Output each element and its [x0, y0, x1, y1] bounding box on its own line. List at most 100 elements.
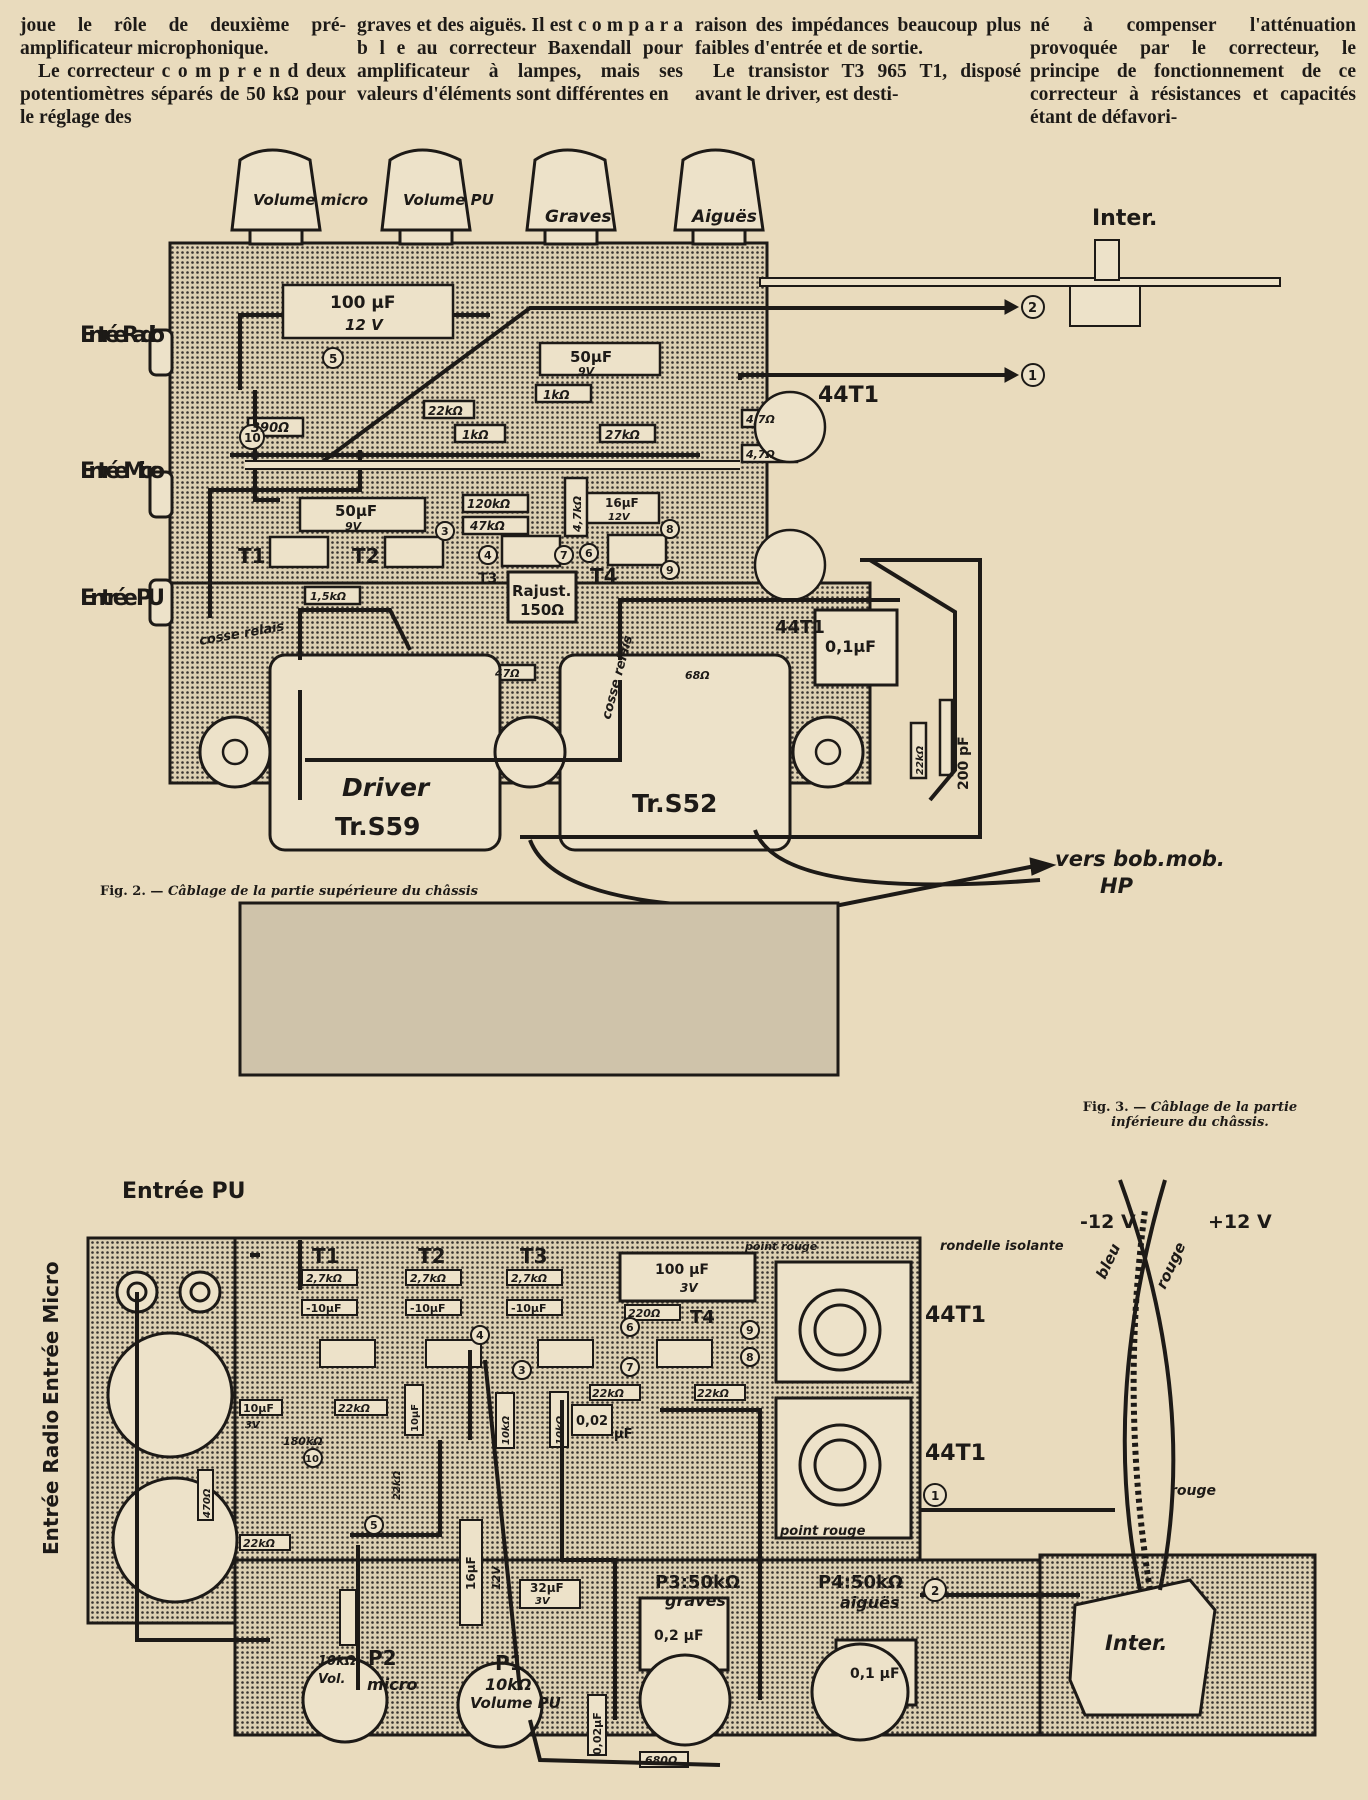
- cap-10uf: -10µF: [410, 1302, 445, 1315]
- resistor-220: 220Ω: [628, 1307, 660, 1320]
- figure-3: [86, 901, 1317, 1768]
- cap-100uf: 100 µF: [655, 1262, 709, 1278]
- terminal-number: 2: [1028, 301, 1037, 316]
- cap-voltage: 3V: [245, 1420, 261, 1431]
- resistor-680: 680Ω: [645, 1754, 677, 1767]
- resistor-2k7: 2,7kΩ: [306, 1272, 342, 1285]
- transistor-t3-label: T3: [520, 1244, 548, 1268]
- transistor-t1-label: T1: [238, 544, 266, 568]
- resistor-10k: 10kΩ: [555, 1415, 566, 1445]
- terminal-number: 6: [626, 1321, 634, 1334]
- resistor-22k: 22kΩ: [592, 1387, 624, 1400]
- transistor-t4-label: T4: [590, 564, 618, 588]
- potentiometer-p1-label: P1: [495, 1651, 524, 1675]
- input-micro-label: Entrée Micro: [80, 459, 165, 484]
- resistor-2k7: 2,7kΩ: [511, 1272, 547, 1285]
- inter-label: Inter.: [1092, 206, 1157, 231]
- cap-0-1uf: 0,1 µF: [850, 1666, 900, 1682]
- cap-10uf: -10µF: [306, 1302, 341, 1315]
- cap-16uf: 16µF: [464, 1556, 478, 1590]
- transistor-44t1-label: 44T1: [925, 1303, 986, 1328]
- terminal-number: 9: [666, 564, 674, 577]
- resistor-4k7: 4,7kΩ: [571, 496, 584, 533]
- paragraph: Le correcteur c o m p r e n d deux poten…: [20, 61, 346, 128]
- knobs: [230, 148, 765, 246]
- knob-label-volume-micro: Volume micro: [253, 191, 368, 209]
- paragraph: raison des impédances beaucoup plus faib…: [695, 15, 1021, 59]
- resistor-4r7: 4,7Ω: [745, 448, 775, 461]
- text-column-4: né à compenser l'atténuation provoquée p…: [1030, 14, 1356, 129]
- knob-label-volume-pu: Volume PU: [403, 191, 494, 209]
- driver-label: Driver: [342, 773, 431, 802]
- cap-voltage: 9V: [345, 520, 363, 533]
- resistor-27k: 27kΩ: [605, 428, 640, 442]
- paragraph: Le transistor T3 965 T1, disposé avant l…: [695, 61, 1021, 105]
- figure-3-caption: Fig. 3. — Câblage de la partie inférieur…: [1045, 1100, 1335, 1130]
- terminal-number: 3: [441, 525, 449, 538]
- red-wire-label: rouge: [1152, 1239, 1189, 1291]
- terminal-number: 9: [746, 1324, 754, 1337]
- cap-0-1uf: 0,1µF: [825, 637, 876, 656]
- potentiometer-function: aiguës: [840, 1593, 900, 1612]
- potentiometer-p3-label: P3:50kΩ: [655, 1572, 740, 1593]
- resistor-22k: 22kΩ: [243, 1537, 275, 1550]
- text-column-3: raison des impédances beaucoup plus faib…: [695, 14, 1021, 106]
- terminal-number: 10: [305, 1454, 319, 1465]
- knob-label-graves: Graves: [545, 207, 612, 227]
- terminal-number: 7: [560, 549, 568, 562]
- transistor-44t1-label: 44T1: [775, 617, 825, 638]
- cap-voltage: 9V: [578, 365, 596, 378]
- terminal-number: 8: [746, 1351, 754, 1364]
- resistor-390: 390Ω: [251, 421, 289, 436]
- minus-12v-label: -12 V: [1080, 1211, 1136, 1233]
- text-column-2: graves et des aiguës. Il est c o m p a r…: [357, 14, 683, 106]
- resistor-180k: 180kΩ: [283, 1435, 323, 1448]
- input-pu-label: Entrée PU: [80, 586, 165, 611]
- cap-0-2uf: 0,2 µF: [654, 1628, 704, 1644]
- cap-50uf: 50µF: [335, 502, 377, 520]
- resistor-1k: 1kΩ: [543, 388, 570, 402]
- paragraph: joue le rôle de deuxième pré-amplificate…: [20, 15, 346, 59]
- caption-number: Fig. 2. —: [100, 884, 164, 899]
- terminal-number: 8: [666, 523, 674, 536]
- cap-voltage: 12 V: [345, 316, 384, 334]
- cap-voltage: 3V: [680, 1281, 699, 1295]
- resistor-47: 47Ω: [494, 667, 520, 680]
- terminal-number: 1: [1028, 369, 1037, 384]
- terminal-number: 7: [626, 1361, 634, 1374]
- paragraph: né à compenser l'atténuation provoquée p…: [1030, 15, 1356, 128]
- terminal-number: 3: [518, 1364, 526, 1377]
- resistor-10k: 10kΩ: [501, 1415, 512, 1445]
- resistor-22k: 22kΩ: [697, 1387, 729, 1400]
- resistor-22k: 22kΩ: [392, 1470, 403, 1500]
- cap-voltage: 12V: [490, 1565, 503, 1590]
- resistor-2k7: 2,7kΩ: [410, 1272, 446, 1285]
- cap-10uf: 10µF: [410, 1404, 421, 1432]
- input-radio-label: Entrée Radio: [39, 1410, 63, 1555]
- paragraph: graves et des aiguës. Il est c o m p a r…: [357, 15, 683, 105]
- resistor-22k: 22kΩ: [428, 404, 463, 418]
- transformer-s59-label: Tr.S59: [335, 812, 420, 841]
- terminal-number: 10: [244, 431, 261, 445]
- insulating-washer-label: rondelle isolante: [940, 1239, 1064, 1254]
- inter-label: Inter.: [1105, 1631, 1167, 1655]
- figure-3-labels: Entrée PU Entrée Micro Entrée Radio T1 T…: [39, 1179, 1272, 1767]
- potentiometer-function: Vol.: [318, 1672, 345, 1687]
- chassis-side-panel: [238, 901, 840, 1077]
- speaker-label: vers bob.mob.: [1055, 847, 1225, 871]
- cap-0-02uf: 0,02µF: [591, 1712, 604, 1755]
- text-column-1: joue le rôle de deuxième pré-amplificate…: [20, 14, 346, 129]
- red-wire-label: rouge: [1170, 1483, 1216, 1499]
- terminal-number: 1: [931, 1489, 939, 1503]
- terminal-number: 5: [329, 352, 337, 366]
- transistor-t4-label: T4: [690, 1307, 715, 1328]
- potentiometer-value: 10kΩ: [485, 1675, 532, 1694]
- adjustable-resistor-value: 150Ω: [520, 601, 564, 619]
- resistor-1k: 1kΩ: [462, 428, 489, 442]
- figure-2-caption: Fig. 2. — Câblage de la partie supérieur…: [100, 884, 478, 899]
- input-pu-label: Entrée PU: [122, 1179, 246, 1204]
- input-radio-label: Entrée Radio: [80, 323, 165, 348]
- resistor-120k: 120kΩ: [467, 497, 510, 511]
- caption-text: Câblage de la partie inférieure du châss…: [1111, 1100, 1298, 1130]
